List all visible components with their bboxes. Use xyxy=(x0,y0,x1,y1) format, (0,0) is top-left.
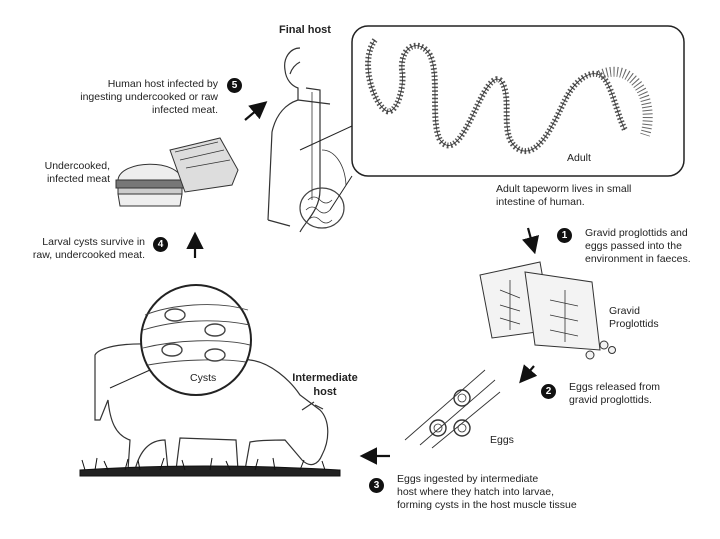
step-5-badge: 5 xyxy=(227,78,242,93)
adult-description-line-1: Adult tapeworm lives in small xyxy=(496,183,632,195)
cysts-illustration xyxy=(142,304,251,366)
final-host-label: Final host xyxy=(279,24,331,36)
cycle-arrows xyxy=(186,101,540,465)
step-3-text-line-2: host where they hatch into larvae, xyxy=(397,486,555,498)
adult-tapeworm xyxy=(365,38,653,155)
step-2-badge: 2 xyxy=(541,384,556,399)
eggs-label: Eggs xyxy=(490,434,514,446)
step-5-text-line-2: ingesting undercooked or raw xyxy=(80,91,218,103)
adult-description-line-2: intestine of human. xyxy=(496,196,585,208)
step-5-text-line-1: Human host infected by xyxy=(107,78,218,90)
intermediate-host-label-line-1: Intermediate xyxy=(292,372,358,384)
gravid-label-line-1: Gravid xyxy=(609,305,640,317)
step-1-text-line-2: eggs passed into the xyxy=(585,240,682,252)
arrow-to-human xyxy=(244,101,268,121)
undercooked-label-line-1: Undercooked, xyxy=(44,160,110,172)
arrow-to-eggs xyxy=(519,364,538,384)
step-1-badge: 1 xyxy=(557,228,572,243)
gravid-proglottids-illustration xyxy=(479,261,616,360)
step-2-text-line-1: Eggs released from xyxy=(569,381,661,393)
step-2-text-line-2: gravid proglottids. xyxy=(569,394,652,406)
step-4-text-line-1: Larval cysts survive in xyxy=(42,236,145,248)
step-5-text-line-3: infected meat. xyxy=(152,104,218,116)
grass xyxy=(79,457,341,477)
eggs-illustration xyxy=(404,369,501,449)
human-figure xyxy=(267,47,347,233)
step-3-text-line-1: Eggs ingested by intermediate xyxy=(397,473,539,485)
step-4-text-line-2: raw, undercooked meat. xyxy=(32,249,145,261)
adult-worm-inset xyxy=(351,25,685,177)
undercooked-label-line-2: infected meat xyxy=(46,173,110,185)
step-3-text-line-3: forming cysts in the host muscle tissue xyxy=(397,499,577,511)
cysts-label: Cysts xyxy=(190,372,217,384)
step-1-text-line-3: environment in faeces. xyxy=(585,253,691,265)
step-4-badge: 4 xyxy=(153,237,168,252)
gravid-label-line-2: Proglottids xyxy=(609,318,659,330)
arrow-to-proglottids xyxy=(522,227,540,255)
step-1-text-line-1: Gravid proglottids and xyxy=(585,227,688,239)
undercooked-meat-illustration xyxy=(115,137,239,207)
adult-label: Adult xyxy=(567,152,591,164)
intermediate-host-label-line-2: host xyxy=(313,386,337,398)
step-3-badge: 3 xyxy=(369,478,384,493)
